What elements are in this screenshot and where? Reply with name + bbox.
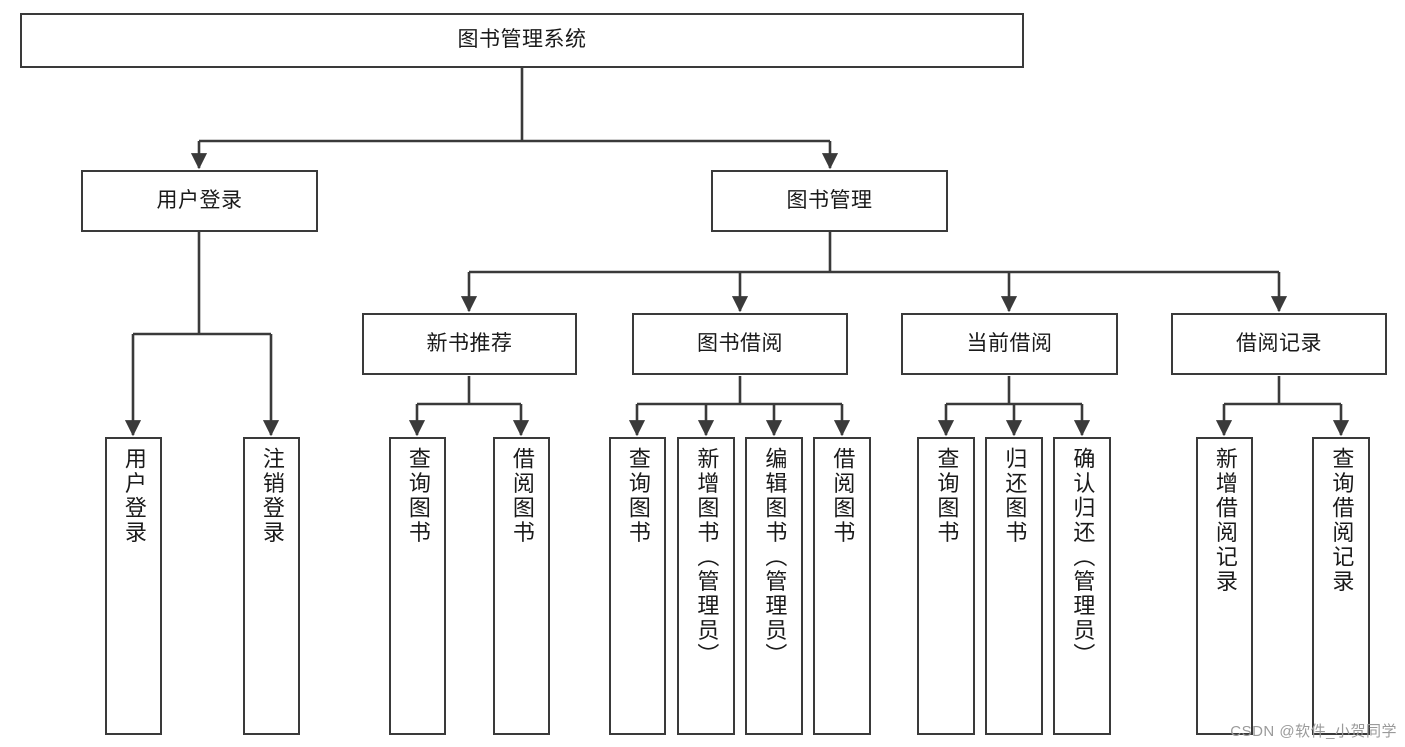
- node-leaf-search-book[interactable]: 查询图书: [609, 437, 666, 735]
- node-label: 新增图书（管理员）: [694, 447, 720, 668]
- node-label: 用户登录: [121, 447, 147, 545]
- node-label: 用户登录: [156, 188, 243, 212]
- node-label: 确认归还（管理员）: [1070, 447, 1096, 668]
- node-leaf-search-book-recommend[interactable]: 查询图书: [389, 437, 446, 735]
- node-label: 归还图书: [1002, 447, 1028, 545]
- node-leaf-search-book-current[interactable]: 查询图书: [917, 437, 975, 735]
- node-label: 借阅图书: [509, 447, 535, 545]
- node-label: 借阅记录: [1236, 331, 1322, 355]
- node-label: 图书借阅: [697, 331, 783, 355]
- node-leaf-borrow-book-recommend[interactable]: 借阅图书: [493, 437, 550, 735]
- node-label: 注销登录: [259, 447, 285, 545]
- node-label: 当前借阅: [966, 331, 1053, 355]
- node-label: 图书管理系统: [457, 28, 587, 52]
- node-label: 借阅图书: [830, 447, 856, 545]
- node-label: 图书管理: [786, 188, 873, 212]
- node-label: 查询借阅记录: [1329, 447, 1355, 594]
- node-leaf-add-book-admin[interactable]: 新增图书（管理员）: [677, 437, 735, 735]
- node-leaf-borrow-book[interactable]: 借阅图书: [813, 437, 871, 735]
- node-leaf-user-login[interactable]: 用户登录: [105, 437, 162, 735]
- node-leaf-return-book[interactable]: 归还图书: [985, 437, 1043, 735]
- node-current-borrow[interactable]: 当前借阅: [901, 313, 1118, 375]
- node-leaf-add-borrow-record[interactable]: 新增借阅记录: [1196, 437, 1253, 735]
- node-new-book-recommend[interactable]: 新书推荐: [362, 313, 577, 375]
- watermark-text: CSDN @软件_小贺同学: [1230, 723, 1397, 740]
- node-label: 查询图书: [625, 447, 651, 545]
- node-book-management[interactable]: 图书管理: [711, 170, 948, 232]
- node-borrow-record[interactable]: 借阅记录: [1171, 313, 1387, 375]
- node-root-book-management-system[interactable]: 图书管理系统: [20, 13, 1024, 68]
- node-book-borrow[interactable]: 图书借阅: [632, 313, 848, 375]
- node-leaf-confirm-return-admin[interactable]: 确认归还（管理员）: [1053, 437, 1111, 735]
- node-leaf-edit-book-admin[interactable]: 编辑图书（管理员）: [745, 437, 803, 735]
- node-leaf-user-logout[interactable]: 注销登录: [243, 437, 300, 735]
- node-label: 新书推荐: [426, 331, 513, 355]
- node-user-login[interactable]: 用户登录: [81, 170, 318, 232]
- node-label: 新增借阅记录: [1212, 447, 1238, 594]
- node-label: 查询图书: [405, 447, 431, 545]
- node-label: 编辑图书（管理员）: [762, 447, 788, 668]
- node-label: 查询图书: [934, 447, 960, 545]
- node-leaf-search-borrow-record[interactable]: 查询借阅记录: [1312, 437, 1370, 735]
